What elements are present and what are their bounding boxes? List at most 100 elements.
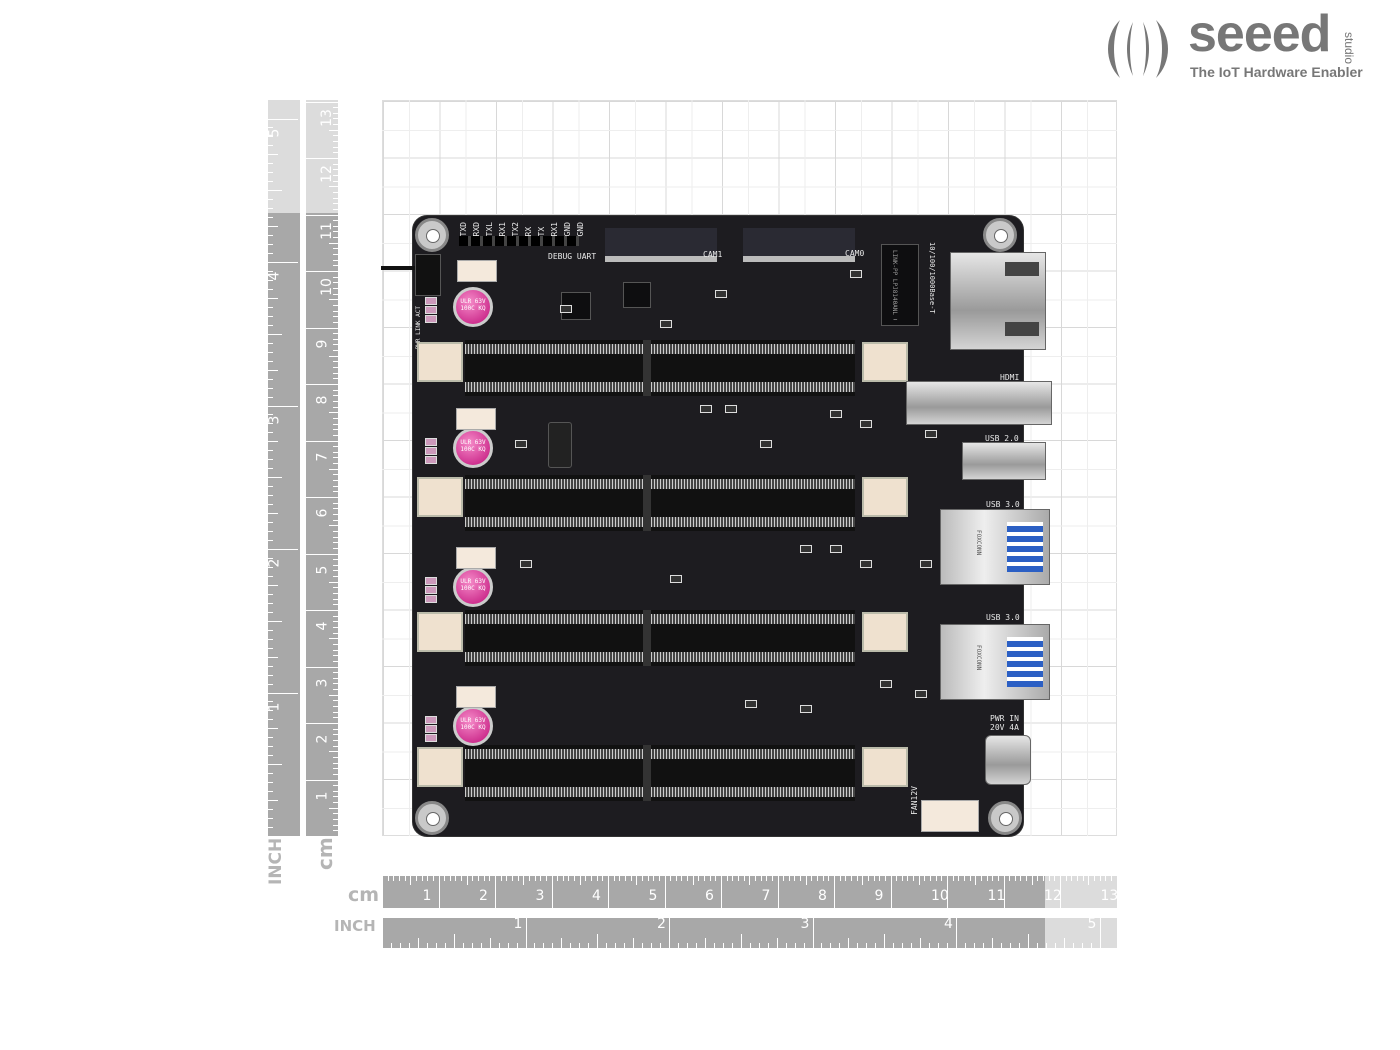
- ruler-tick: [268, 746, 273, 748]
- ruler-tick: [743, 876, 745, 881]
- pin-label: TXL: [485, 222, 494, 237]
- ruler-tick: [333, 672, 338, 674]
- ruler-tick: [588, 943, 590, 948]
- ruler-tick: [268, 791, 273, 793]
- ruler-tick: [399, 943, 401, 948]
- cm-number: 7: [761, 888, 771, 904]
- pin-label: RXD: [472, 222, 481, 237]
- ruler-tick: [845, 876, 847, 881]
- ruler-tick: [333, 372, 338, 374]
- ruler-tick: [471, 943, 473, 948]
- ruler-tick: [333, 434, 338, 436]
- ruler-tick: [608, 876, 609, 908]
- usb3-port-2[interactable]: FOXCONN: [940, 624, 1050, 700]
- slot-latch-left: [417, 747, 463, 787]
- ruler-tick: [534, 876, 536, 881]
- ruler-tick: [268, 217, 273, 219]
- ruler-tick: [306, 101, 338, 103]
- ruler-tick: [969, 876, 971, 881]
- ruler-tick: [686, 943, 688, 948]
- ruler-tick: [333, 491, 338, 493]
- ruler-tick: [462, 943, 464, 948]
- ruler-tick: [329, 129, 338, 131]
- ruler-tick: [268, 827, 273, 829]
- ruler-tick: [268, 620, 282, 622]
- seeed-leaf-icon: [1108, 20, 1168, 78]
- smd-component: [830, 545, 842, 553]
- ruler-tick: [333, 615, 338, 617]
- ruler-tick: [788, 876, 790, 881]
- ruler-tick: [857, 943, 859, 948]
- ruler-tick: [980, 876, 982, 881]
- ruler-tick: [749, 943, 751, 948]
- ruler-tick: [329, 186, 338, 188]
- ruler-tick: [333, 276, 338, 278]
- smd-component: [715, 290, 727, 298]
- ruler-tick: [828, 876, 830, 881]
- ruler-tick: [268, 737, 273, 739]
- usb2-port[interactable]: [962, 442, 1046, 480]
- ruler-tick: [333, 547, 338, 549]
- ruler-tick: [862, 876, 864, 885]
- ruler-tick: [333, 191, 338, 193]
- ruler-tick: [329, 468, 338, 470]
- ruler-tick: [268, 683, 273, 685]
- ruler-tick: [1063, 938, 1065, 948]
- hdmi-port[interactable]: [906, 381, 1052, 425]
- ruler-tick: [268, 836, 298, 837]
- ruler-tick: [333, 259, 338, 261]
- ruler-tick: [333, 321, 338, 323]
- ruler-tick: [453, 934, 455, 948]
- status-led: [425, 306, 437, 314]
- ruler-tick: [606, 943, 608, 948]
- ruler-tick: [410, 876, 412, 885]
- ruler-tick: [333, 773, 338, 775]
- usb-c-power-port[interactable]: [985, 735, 1031, 785]
- usb2-label: USB 2.0: [985, 434, 1019, 443]
- cm-number: 10: [931, 888, 949, 904]
- ruler-tick: [525, 918, 527, 948]
- mounting-hole: [983, 218, 1017, 252]
- ruler-tick: [785, 943, 787, 948]
- inch-number: 4: [266, 271, 283, 281]
- smd-component: [880, 680, 892, 688]
- ruler-tick: [1009, 943, 1011, 948]
- inch-number: 3: [266, 415, 283, 424]
- ruler-tick: [333, 542, 338, 544]
- ruler-tick: [875, 943, 877, 948]
- ruler-tick: [333, 112, 338, 114]
- ruler-tick: [1009, 876, 1011, 881]
- ruler-tick: [268, 531, 273, 533]
- ruler-tick: [585, 876, 587, 881]
- ruler-tick: [333, 519, 338, 521]
- ruler-tick: [811, 876, 813, 881]
- ruler-tick: [1020, 876, 1022, 881]
- ruler-tick: [507, 943, 509, 948]
- ruler-tick: [1082, 876, 1084, 881]
- ruler-tick: [596, 876, 598, 881]
- logo-brand: seeed: [1188, 5, 1331, 63]
- ruler-tick: [975, 876, 977, 885]
- ruler-tick: [268, 450, 273, 452]
- ruler-tick: [268, 262, 298, 263]
- sodimm-slot: [465, 745, 855, 801]
- ruler-tick: [333, 621, 338, 623]
- ruler-tick: [1110, 876, 1112, 881]
- cm-number: 7: [314, 452, 331, 461]
- power-in-label: PWR IN: [990, 714, 1019, 723]
- ruler-tick: [896, 876, 898, 881]
- usb3-port-1[interactable]: FOXCONN: [940, 509, 1050, 585]
- ruler-tick: [268, 522, 273, 524]
- pin-label: RX: [524, 226, 533, 237]
- cam0-connector: [743, 228, 855, 262]
- ruler-tick: [534, 943, 536, 948]
- ruler-tick: [1060, 876, 1061, 908]
- ruler-tick: [268, 360, 273, 362]
- ruler-tick: [333, 677, 338, 679]
- ruler-tick: [930, 876, 932, 881]
- hdmi-label: HDMI: [1000, 373, 1020, 382]
- smd-component: [920, 560, 932, 568]
- ruler-tick: [681, 876, 683, 881]
- cm-number: 12: [1044, 888, 1062, 904]
